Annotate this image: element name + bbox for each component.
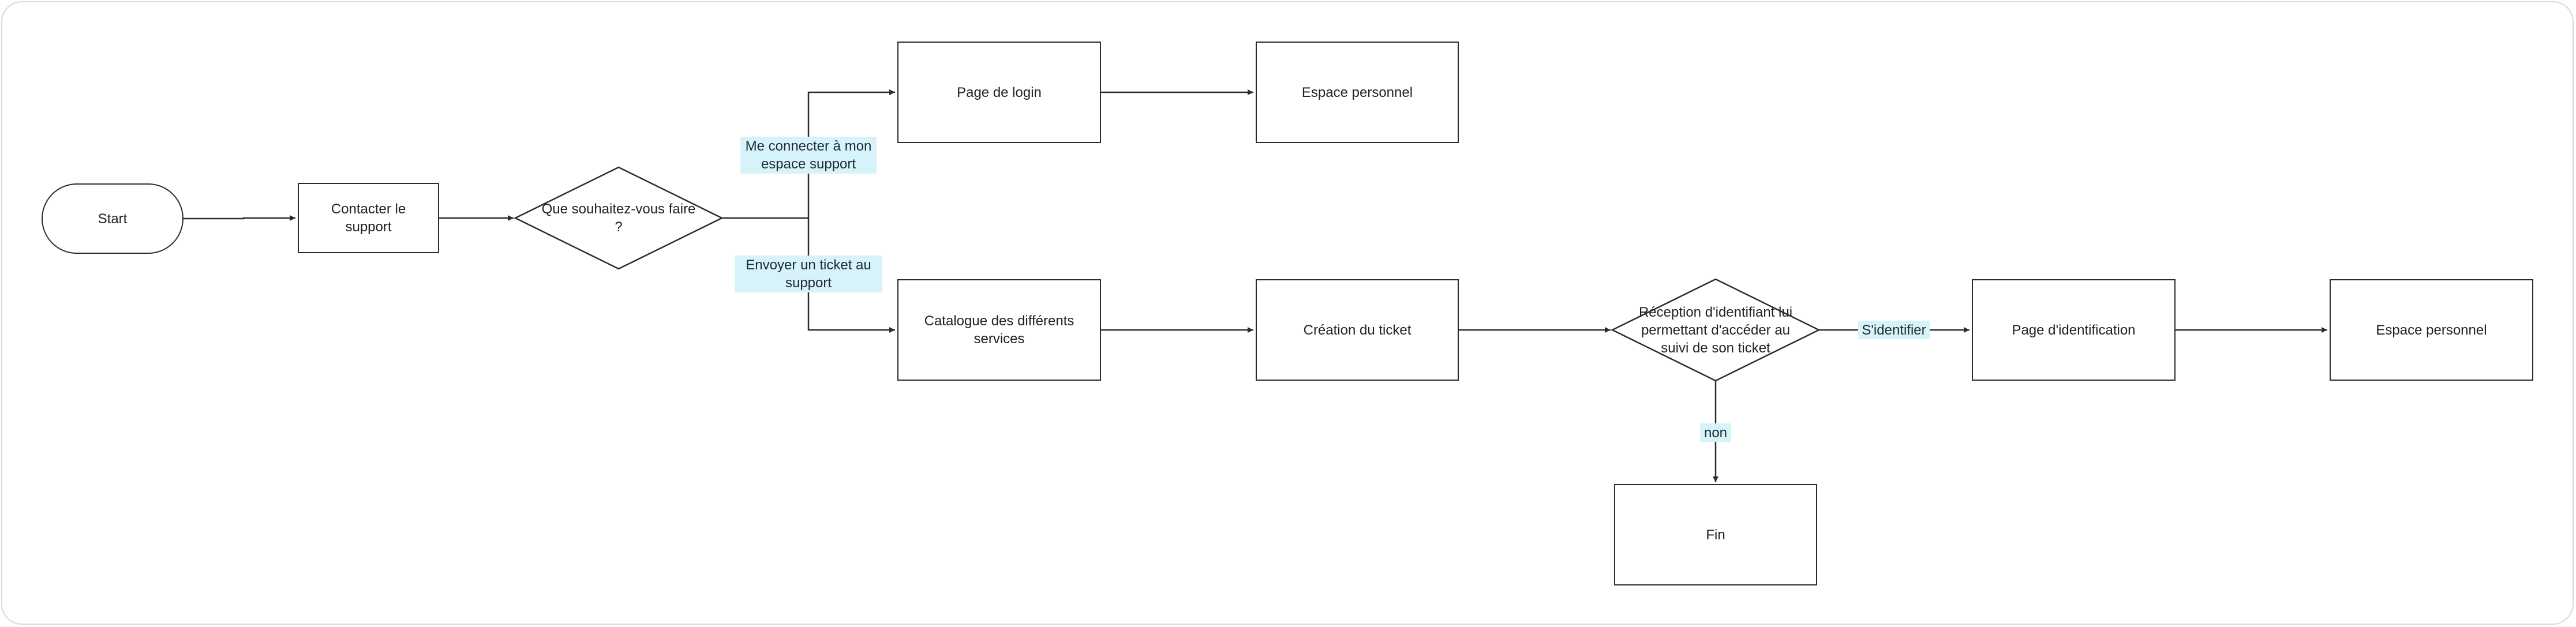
reception-decision-label: Réception d'identifiant lui permettant d… <box>1638 304 1793 356</box>
edge-label-no: non <box>1700 423 1731 442</box>
espace-personnel-right-node[interactable]: Espace personnel <box>2330 279 2533 381</box>
espace-personnel-right-label: Espace personnel <box>2376 322 2487 338</box>
ticket-creation-label: Création du ticket <box>1303 322 1411 338</box>
login-page-node[interactable]: Page de login <box>897 42 1101 143</box>
edge-label-ticket: Envoyer un ticket au support <box>735 256 882 292</box>
contact-support-node[interactable]: Contacter le support <box>298 183 439 253</box>
edge-question-catalogue <box>807 218 895 333</box>
edge-label-identify: S'identifier <box>1858 321 1930 339</box>
ticket-creation-node[interactable]: Création du ticket <box>1256 279 1459 381</box>
edge-label-connect: Me connecter à mon espace support <box>740 137 877 174</box>
login-page-label: Page de login <box>957 84 1042 100</box>
start-node[interactable]: Start <box>42 183 184 254</box>
fin-node[interactable]: Fin <box>1614 484 1817 585</box>
espace-personnel-top-node[interactable]: Espace personnel <box>1256 42 1459 143</box>
question-decision-node[interactable]: Que souhaitez-vous faire ? <box>533 193 705 243</box>
identification-page-node[interactable]: Page d'identification <box>1972 279 2176 381</box>
contact-support-label: Contacter le support <box>331 201 406 235</box>
question-decision-label: Que souhaitez-vous faire ? <box>541 201 696 235</box>
catalogue-node[interactable]: Catalogue des différents services <box>897 279 1101 381</box>
edge-question-login <box>807 89 895 218</box>
fin-label: Fin <box>1706 527 1725 543</box>
start-node-label: Start <box>98 211 128 227</box>
identification-page-label: Page d'identification <box>2012 322 2136 338</box>
edge-start-contact <box>184 215 295 221</box>
catalogue-label: Catalogue des différents services <box>924 313 1074 347</box>
reception-decision-node[interactable]: Réception d'identifiant lui permettant d… <box>1626 300 1805 360</box>
espace-personnel-top-label: Espace personnel <box>1301 84 1413 100</box>
